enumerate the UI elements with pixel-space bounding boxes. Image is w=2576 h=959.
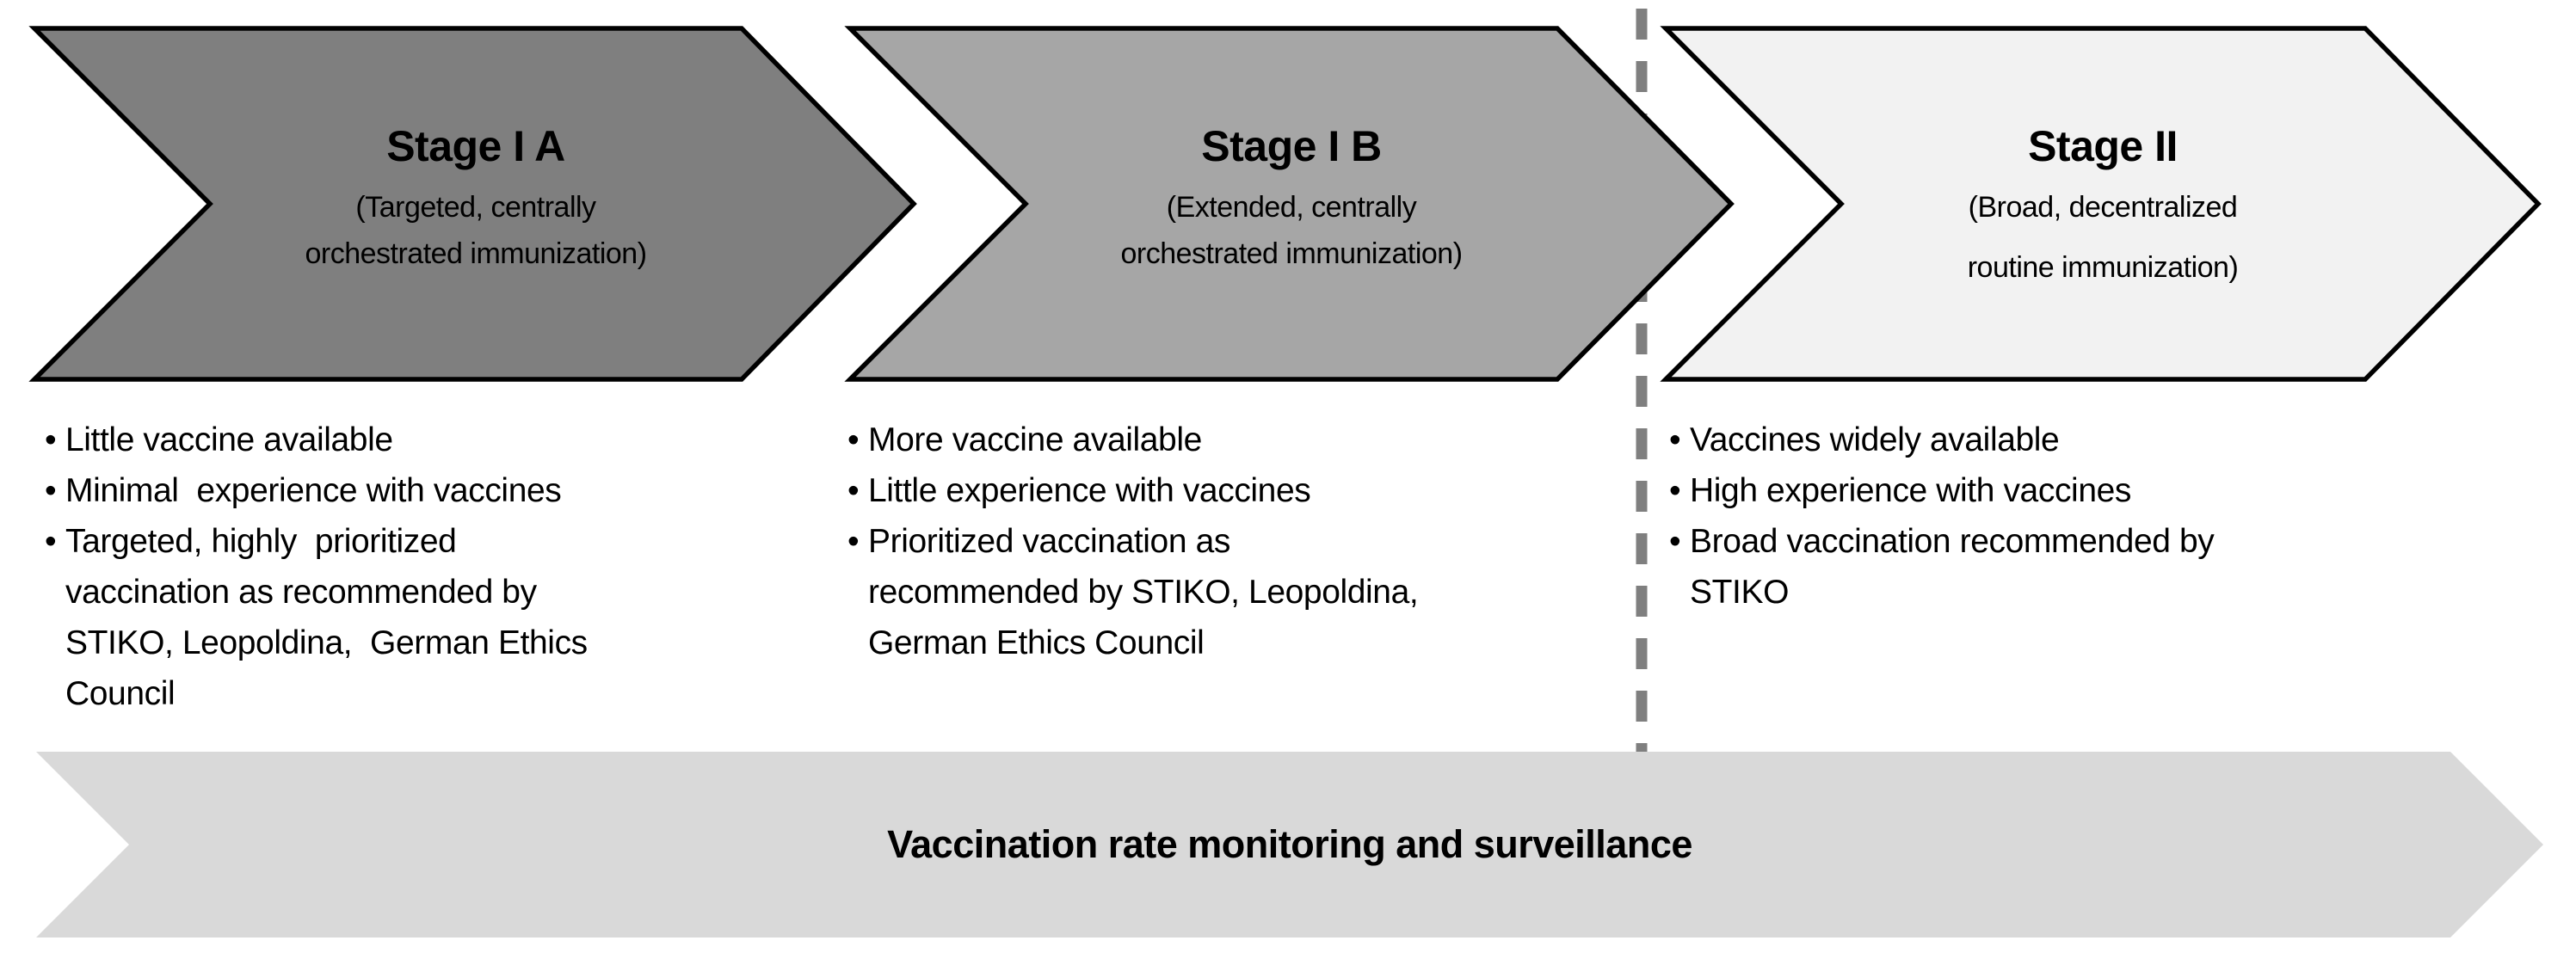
list-item: • Minimal experience with vaccines	[45, 465, 836, 516]
bullet-icon: •	[45, 421, 57, 458]
bullet-icon: •	[45, 523, 57, 560]
bullet-icon: •	[847, 421, 860, 458]
stage-1b-label: Stage I B (Extended, centrally orchestra…	[990, 120, 1593, 277]
bullet-icon: •	[45, 472, 57, 509]
stage-2-title: Stage II	[2028, 122, 2178, 170]
list-item: • Targeted, highly prioritized vaccinati…	[45, 516, 836, 719]
bullet-icon: •	[847, 523, 860, 560]
list-item: • Prioritized vaccination as recommended…	[847, 516, 1656, 668]
list-item: • High experience with vaccines	[1669, 465, 2538, 516]
monitoring-banner-arrow	[36, 752, 2543, 937]
list-item: • Little vaccine available	[45, 415, 836, 465]
stage-2-arrow	[1660, 26, 2542, 382]
stage-2-subtitle: (Broad, decentralized routine immunizati…	[1967, 191, 2239, 284]
bullet-icon: •	[1669, 472, 1681, 509]
bullet-icon: •	[847, 472, 860, 509]
stage-1b-arrow	[844, 26, 1735, 382]
stage-1b-subtitle: (Extended, centrally orchestrated immuni…	[1120, 191, 1463, 270]
list-item: • Vaccines widely available	[1669, 415, 2538, 465]
list-item: • Broad vaccination recommended by STIKO	[1669, 516, 2538, 618]
stage-1a-label: Stage I A (Targeted, centrally orchestra…	[175, 120, 777, 277]
list-item: • Little experience with vaccines	[847, 465, 1656, 516]
stage-1a-arrow	[28, 26, 917, 382]
list-item: • More vaccine available	[847, 415, 1656, 465]
bullet-icon: •	[1669, 421, 1681, 458]
stage-1a-subtitle: (Targeted, centrally orchestrated immuni…	[305, 191, 647, 270]
stage-1b-title: Stage I B	[1201, 122, 1382, 170]
stage-1a-bullet-list: • Little vaccine available • Minimal exp…	[45, 415, 836, 719]
stage-1a-title: Stage I A	[386, 122, 565, 170]
monitoring-banner-label: Vaccination rate monitoring and surveill…	[887, 822, 1692, 866]
bullet-icon: •	[1669, 523, 1681, 560]
stage-1b-bullet-list: • More vaccine available • Little experi…	[847, 415, 1656, 668]
stage-2-bullet-list: • Vaccines widely available • High exper…	[1669, 415, 2538, 618]
stage-2-label: Stage II (Broad, decentralized routine i…	[1802, 120, 2404, 298]
